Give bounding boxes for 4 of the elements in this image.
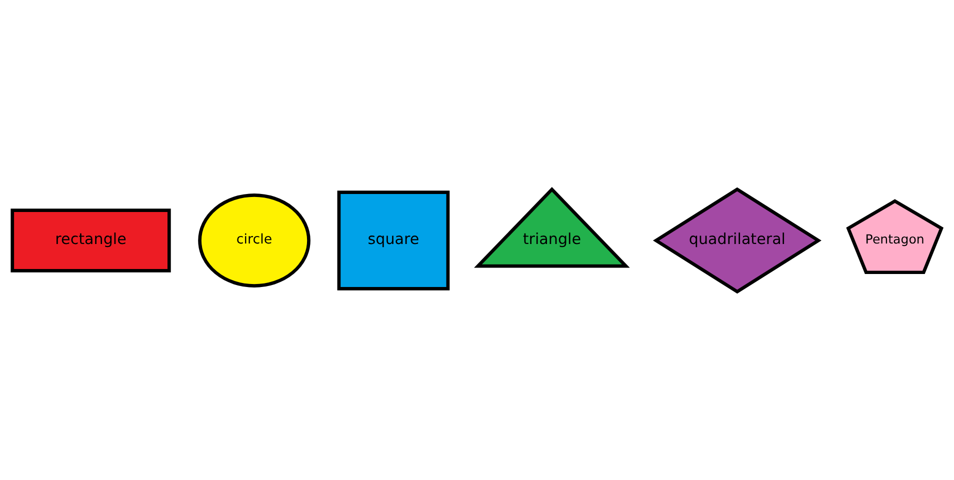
node-box: rectangle [10,208,171,272]
node-diamond: quadrilateral [652,186,822,294]
node-box: square [337,190,450,290]
node-ellipse: circle [198,193,310,287]
